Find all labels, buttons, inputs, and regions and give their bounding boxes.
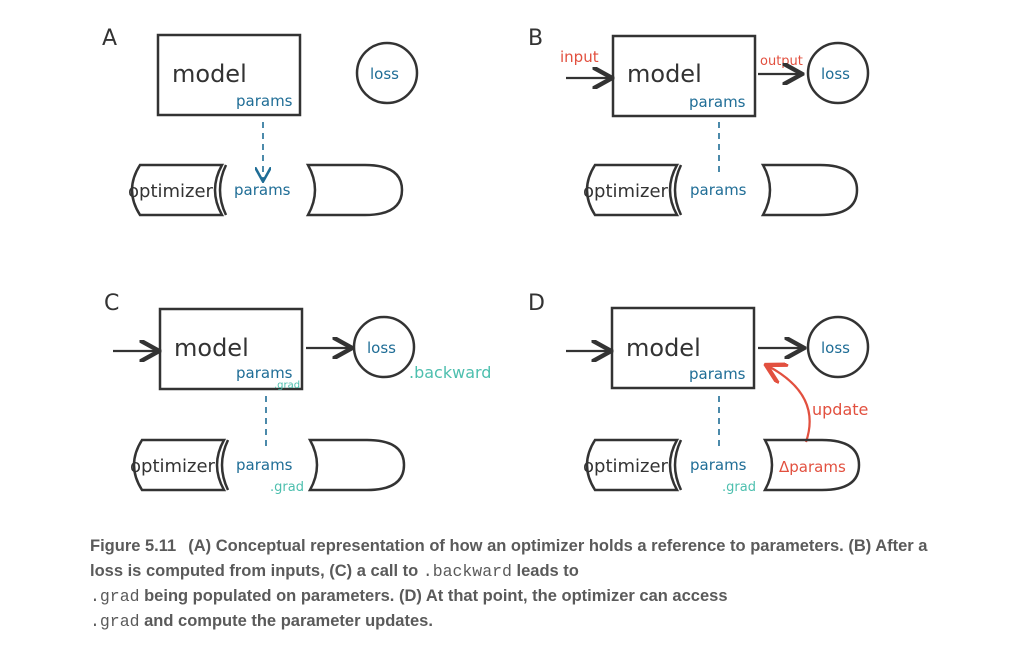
model-box: [610, 306, 756, 390]
optimizer-params-label: params: [690, 181, 747, 199]
panel-d-letter: D: [528, 291, 545, 316]
model-box: [156, 33, 302, 117]
delta-params-label: Δparams: [779, 458, 846, 476]
panel-b-letter: B: [528, 26, 543, 51]
backward-label: .backward: [409, 363, 491, 382]
optimizer-label: optimizer: [130, 456, 216, 477]
update-arrow: [768, 366, 811, 443]
optimizer-label: optimizer: [583, 456, 669, 477]
optimizer-shape: [585, 438, 680, 492]
optimizer-params-label: params: [236, 456, 293, 474]
loss-label: loss: [821, 65, 850, 83]
panel-d: D model params loss update optimizer par…: [528, 291, 870, 495]
model-box: [611, 34, 757, 118]
loss-label: loss: [370, 65, 399, 83]
loss-node: [355, 41, 419, 105]
model-params-label: params: [236, 92, 293, 110]
figure-number: Figure 5.11: [90, 537, 177, 555]
optimizer-diagram: A model params loss optimizer params B i…: [102, 26, 870, 495]
optimizer-grad-label: .grad: [270, 480, 304, 495]
optimizer-params-label: params: [690, 456, 747, 474]
panel-c-letter: C: [104, 291, 119, 316]
loss-node: [806, 41, 870, 105]
model-label: model: [627, 60, 702, 88]
panel-a: A model params loss optimizer params: [102, 26, 419, 217]
model-params-label: params: [689, 365, 746, 383]
caption-text-2: leads to: [511, 562, 579, 580]
model-label: model: [172, 60, 247, 88]
caption-text-3: being populated on parameters. (D) At th…: [139, 587, 728, 605]
empty-slot: [305, 163, 404, 217]
optimizer-label: optimizer: [128, 181, 214, 202]
optimizer-params-label: params: [234, 181, 291, 199]
loss-node: [352, 315, 416, 379]
loss-node: [806, 315, 870, 379]
caption-code-grad-2: .grad: [90, 612, 140, 631]
optimizer-grad-label: .grad: [722, 480, 756, 495]
optimizer-divider: [220, 439, 230, 491]
panel-b: B input model params output loss optimiz…: [528, 26, 870, 217]
loss-label: loss: [821, 339, 850, 357]
output-label: output: [760, 54, 803, 69]
update-label: update: [812, 400, 868, 419]
panel-c: C model params .grad loss .backward opti…: [104, 291, 491, 495]
panel-a-letter: A: [102, 26, 117, 51]
optimizer-shape: [132, 438, 227, 492]
model-grad-label: .grad: [274, 380, 300, 391]
caption-text-4: and compute the parameter updates.: [139, 612, 433, 630]
model-params-label: params: [236, 364, 293, 382]
model-label: model: [174, 334, 249, 362]
optimizer-divider: [673, 164, 683, 216]
figure-caption: Figure 5.11(A) Conceptual representation…: [90, 534, 950, 634]
optimizer-shape: [585, 163, 680, 217]
optimizer-shape: [130, 163, 225, 217]
caption-text-1: (A) Conceptual representation of how an …: [90, 537, 928, 580]
caption-code-backward: .backward: [422, 562, 512, 581]
model-box: [158, 307, 304, 391]
model-params-label: params: [689, 93, 746, 111]
loss-label: loss: [367, 339, 396, 357]
delta-params-slot: [762, 438, 861, 492]
model-label: model: [626, 334, 701, 362]
optimizer-divider: [218, 164, 228, 216]
input-label: input: [560, 48, 599, 66]
caption-code-grad-1: .grad: [90, 587, 140, 606]
empty-slot: [307, 438, 406, 492]
empty-slot: [760, 163, 859, 217]
optimizer-label: optimizer: [583, 181, 669, 202]
optimizer-divider: [673, 439, 683, 491]
